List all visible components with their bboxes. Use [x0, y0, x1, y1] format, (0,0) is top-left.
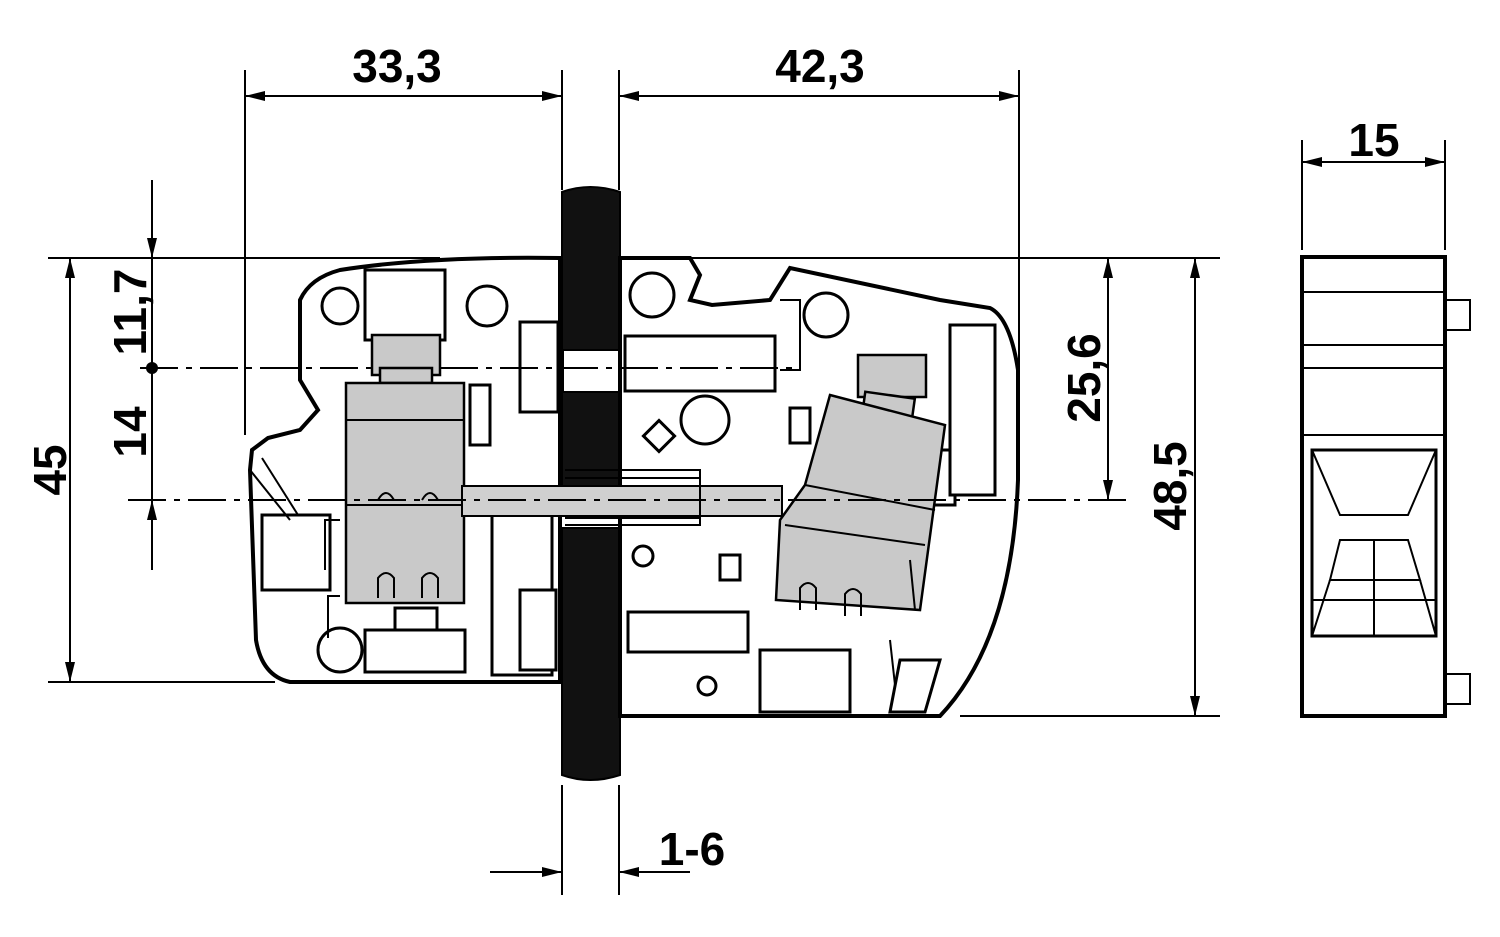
side-view: [1300, 255, 1471, 718]
dim-right-upper-height: 25,6: [1058, 333, 1110, 423]
dim-width-left: 33,3: [352, 40, 442, 92]
dim-upper-offset: 11,7: [104, 269, 156, 356]
dim-panel-thickness: 1-6: [659, 823, 725, 875]
dim-lower-offset: 14: [104, 406, 156, 458]
dim-right-overall-height: 48,5: [1144, 441, 1196, 531]
dim-side-width: 15: [1348, 114, 1399, 166]
extension-lines: [48, 70, 1446, 895]
dimension-arrows: [65, 91, 1445, 877]
dim-overall-height: 45: [24, 444, 76, 495]
dim-width-right: 42,3: [775, 40, 865, 92]
right-terminal-clamp: [774, 353, 947, 686]
mounting-panel: [561, 186, 621, 781]
